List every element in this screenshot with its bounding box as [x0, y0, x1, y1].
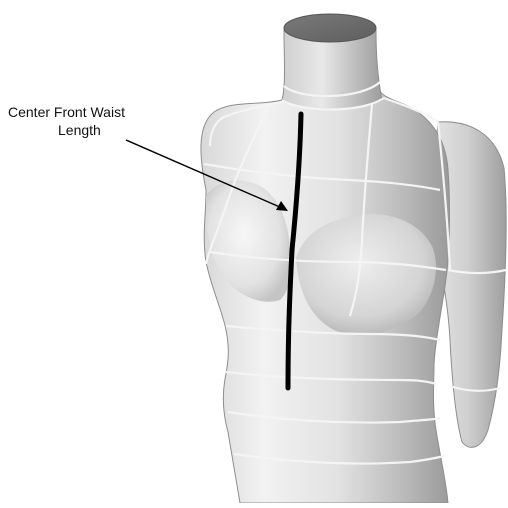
- annotation-label-line-2: Length: [58, 122, 101, 139]
- annotation-label-line-1: Center Front Waist: [8, 104, 125, 121]
- neck-cap: [284, 14, 376, 42]
